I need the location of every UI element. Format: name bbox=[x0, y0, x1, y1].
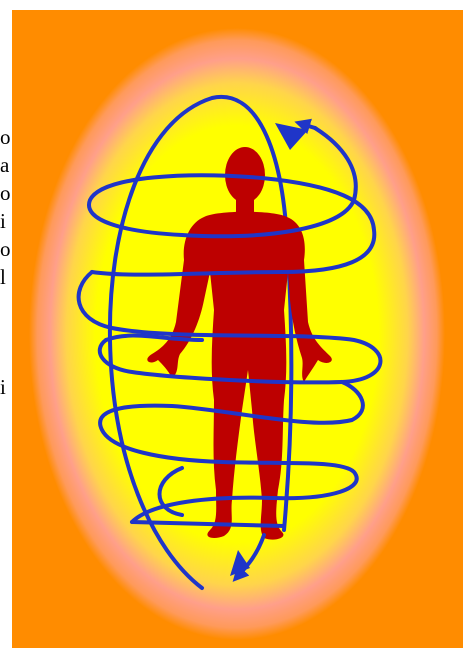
text-fragment: i bbox=[0, 374, 6, 401]
text-fragment: o bbox=[0, 236, 11, 263]
text-fragment: a bbox=[0, 152, 9, 179]
aura-illustration bbox=[12, 10, 463, 648]
text-fragment: o bbox=[0, 180, 11, 207]
aura-svg bbox=[12, 10, 463, 648]
text-fragment: o bbox=[0, 124, 11, 151]
text-fragment: l bbox=[0, 264, 6, 291]
text-fragment: i bbox=[0, 208, 6, 235]
